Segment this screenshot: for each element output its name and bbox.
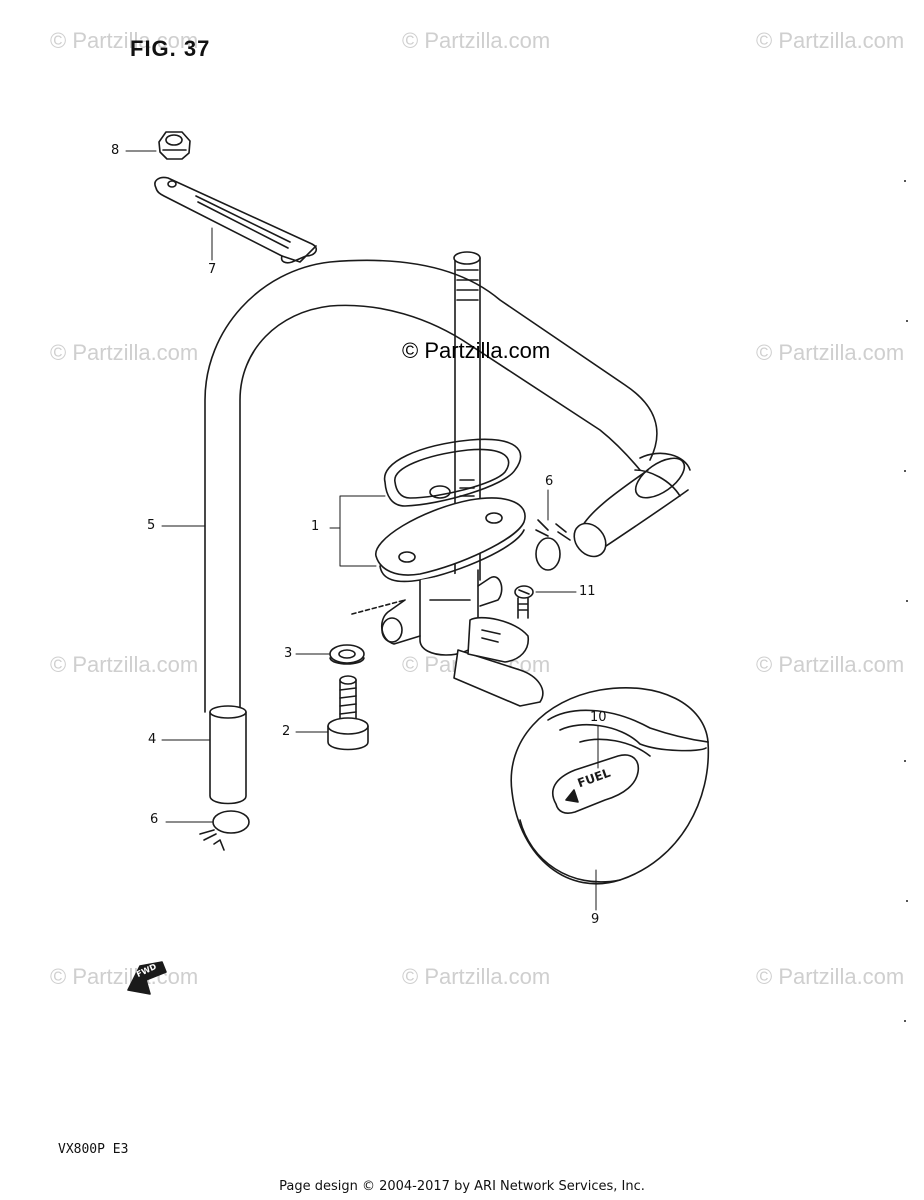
part-6-clamp-upper bbox=[535, 519, 571, 571]
part-8-nut bbox=[158, 131, 191, 160]
callout-3: 3 bbox=[284, 646, 293, 661]
scan-mark bbox=[906, 600, 908, 602]
callout-7: 7 bbox=[208, 262, 217, 277]
watermark-row4-right: © Partzilla.com bbox=[756, 964, 905, 989]
watermark-row4-center: © Partzilla.com bbox=[402, 964, 551, 989]
part-11-screw bbox=[514, 585, 534, 619]
part-2-bolt bbox=[327, 675, 369, 751]
watermark-top-left: © Partzilla.com bbox=[50, 28, 199, 53]
scan-mark bbox=[904, 470, 906, 472]
callout-1: 1 bbox=[311, 519, 320, 534]
scan-mark bbox=[906, 900, 908, 902]
watermark-row2-left: © Partzilla.com bbox=[50, 340, 199, 365]
watermark-row2-right: © Partzilla.com bbox=[756, 340, 905, 365]
watermark-top-center: © Partzilla.com bbox=[402, 28, 551, 53]
callout-6-lower: 6 bbox=[150, 812, 159, 827]
part-7-strap bbox=[154, 176, 318, 264]
callout-5: 5 bbox=[147, 518, 156, 533]
fwd-arrow-icon bbox=[127, 961, 167, 995]
scan-mark bbox=[906, 320, 908, 322]
watermark-top-right: © Partzilla.com bbox=[756, 28, 905, 53]
callout-10: 10 bbox=[590, 710, 607, 725]
scan-mark bbox=[904, 1020, 906, 1022]
callout-2: 2 bbox=[282, 724, 291, 739]
callout-6-upper: 6 bbox=[545, 474, 554, 489]
watermark-center: © Partzilla.com bbox=[402, 338, 551, 363]
part-3-washer bbox=[329, 644, 365, 665]
part-5-hose bbox=[204, 259, 691, 713]
watermark-row3-left: © Partzilla.com bbox=[50, 652, 199, 677]
copyright-footer: Page design © 2004-2017 by ARI Network S… bbox=[279, 1179, 645, 1194]
model-code: VX800P E3 bbox=[58, 1142, 129, 1157]
callout-9: 9 bbox=[591, 912, 600, 927]
callout-4: 4 bbox=[148, 732, 157, 747]
callout-8: 8 bbox=[111, 143, 120, 158]
scan-mark bbox=[904, 760, 906, 762]
callout-11: 11 bbox=[579, 584, 596, 599]
part-6-clamp-lower bbox=[199, 810, 250, 851]
leader-lines bbox=[125, 150, 599, 911]
scan-mark bbox=[904, 180, 906, 182]
part-9-knob bbox=[510, 686, 710, 885]
figure-title: FIG. 37 bbox=[130, 36, 211, 61]
part-1-fuel-cock bbox=[351, 251, 544, 707]
part-4-hose bbox=[209, 705, 247, 805]
watermark-row4-left: © Partzilla.com bbox=[50, 964, 199, 989]
watermark-row3-right: © Partzilla.com bbox=[756, 652, 905, 677]
